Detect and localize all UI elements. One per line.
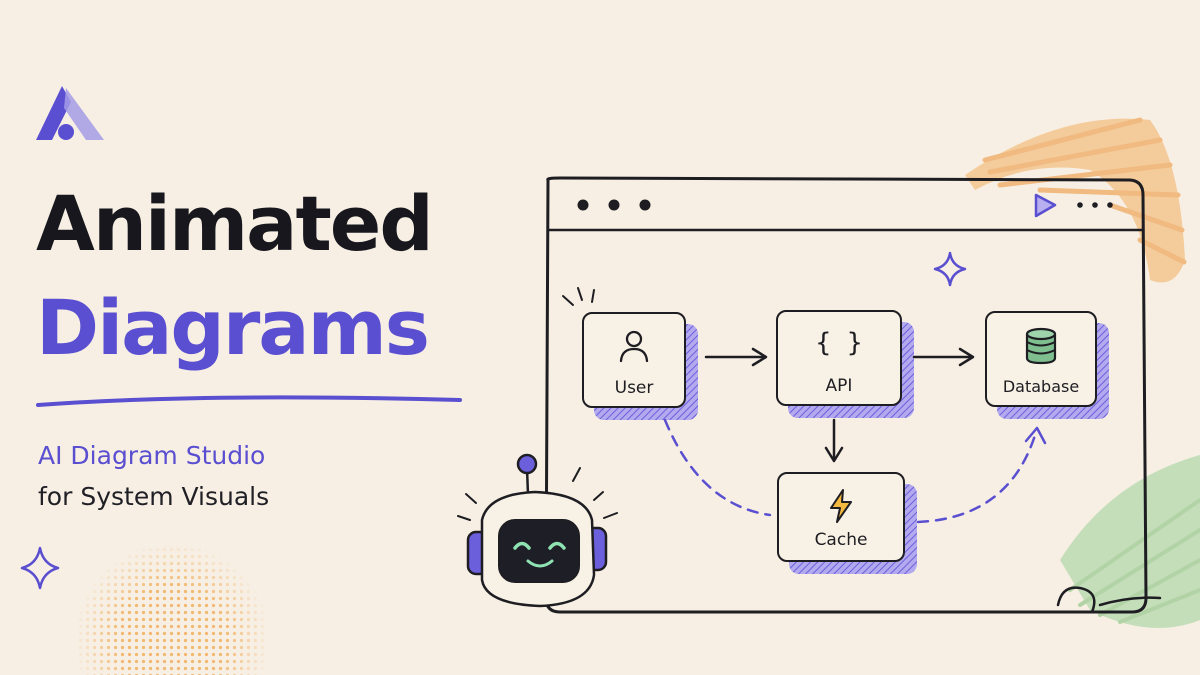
database-icon xyxy=(987,327,1095,365)
subtitle-line-1: AI Diagram Studio xyxy=(38,441,266,470)
sparkle-icon xyxy=(20,546,60,590)
more-dots-icon xyxy=(1077,202,1083,208)
node-label: Database xyxy=(1002,377,1080,396)
motion-lines xyxy=(562,287,595,306)
window-dot-icon xyxy=(608,199,620,211)
edge-user-cache xyxy=(663,418,772,517)
logo-icon xyxy=(36,86,104,140)
diagram-edges xyxy=(663,347,1047,524)
more-dots-icon xyxy=(1092,202,1098,208)
title-line-2: Diagrams xyxy=(36,283,430,372)
user-icon xyxy=(584,328,684,363)
node-api[interactable]: { } API xyxy=(776,310,902,406)
braces-icon: { } xyxy=(778,326,900,360)
more-dots-icon xyxy=(1107,202,1113,208)
window-dot-icon xyxy=(639,199,651,211)
node-user[interactable]: User xyxy=(582,312,686,408)
node-cache[interactable]: Cache xyxy=(777,472,905,562)
node-label: API xyxy=(825,376,853,396)
orange-scribble xyxy=(965,117,1187,283)
halftone-dots xyxy=(60,540,290,675)
sparkle-icon xyxy=(933,251,967,287)
subtitle-line-2: for System Visuals xyxy=(38,482,270,511)
title-line-1: Animated xyxy=(36,179,434,268)
play-icon xyxy=(1034,193,1057,218)
window-dot-icon xyxy=(577,199,589,211)
browser-window xyxy=(544,176,1162,614)
node-label: Cache xyxy=(814,530,868,550)
edge-cache-database xyxy=(916,430,1038,524)
node-label: User xyxy=(614,378,654,398)
green-scribble xyxy=(1060,455,1200,628)
lightning-icon xyxy=(779,488,903,523)
robot-mascot-icon xyxy=(457,453,618,608)
node-database[interactable]: Database xyxy=(985,311,1097,407)
title-underline xyxy=(36,395,462,407)
braces-glyph: { } xyxy=(815,328,863,358)
